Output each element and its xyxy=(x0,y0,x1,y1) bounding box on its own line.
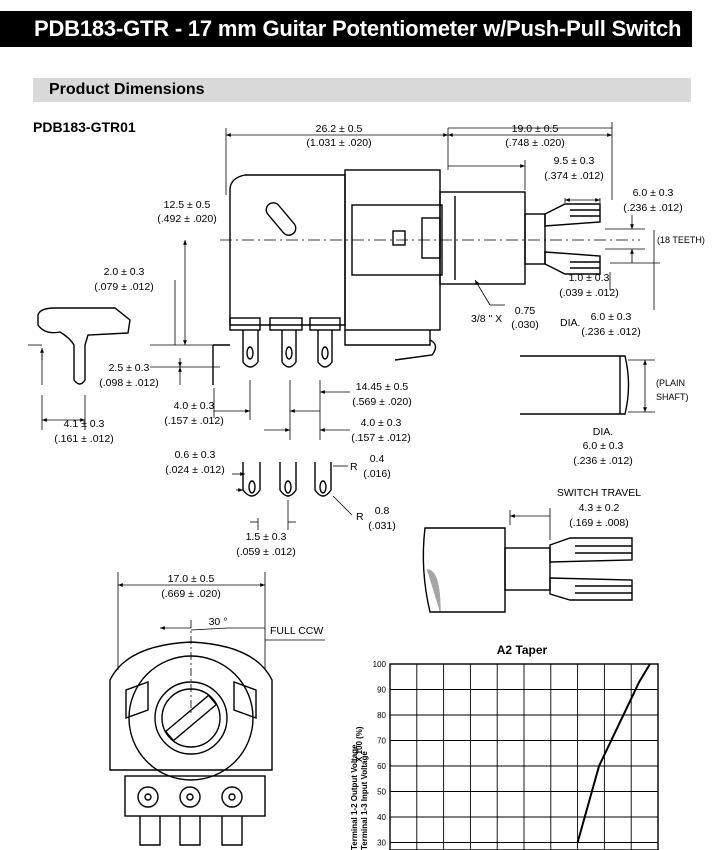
dim-shaft-length-in: (.748 ± .020) xyxy=(505,137,564,149)
dim-pin-thickness: 0.6 ± 0.3 xyxy=(175,449,216,461)
dim-shaft-length: 19.0 ± 0.5 xyxy=(512,123,559,135)
chart-y-tick-label: 100 xyxy=(373,660,387,669)
plain-shaft xyxy=(520,355,655,415)
terminal-pins xyxy=(212,317,341,385)
side-view xyxy=(212,169,640,385)
knurl-bottom xyxy=(544,251,601,275)
dim-thread-in: (.030) xyxy=(511,319,538,331)
chart-ylabel-line1: Terminal 1-2 Output Voltage xyxy=(350,744,359,850)
chart-y-tick-label: 90 xyxy=(377,686,386,695)
tab-profile xyxy=(37,307,131,385)
dim-pin-width: 1.5 ± 0.3 xyxy=(246,531,287,543)
chart-series xyxy=(576,663,651,843)
dim-shaft-dia: 6.0 ± 0.3 xyxy=(591,311,632,323)
chart-series-line xyxy=(576,663,651,843)
housing-window xyxy=(392,230,406,246)
dim-pin-pitch-b: 4.0 ± 0.3 xyxy=(361,417,402,429)
dim-thread: 0.75 xyxy=(515,305,536,317)
knurl-top xyxy=(544,203,601,227)
dim-height: 12.5 ± 0.5 xyxy=(164,199,211,211)
chart-title: A2 Taper xyxy=(497,643,548,657)
taper-chart: 100 90 80 70 60 50 40 30 A2 Taper Terminal 1-2 … xyxy=(350,643,659,850)
radius-a-prefix: R xyxy=(350,461,358,473)
pot-body xyxy=(229,174,346,326)
dim-pin-offset: 14.45 ± 0.5 xyxy=(356,381,409,393)
chart-y-tick-label: 30 xyxy=(377,839,386,848)
dim-radius-b-in: (.031) xyxy=(368,520,395,532)
dim-angle: 30 ° xyxy=(209,616,228,628)
dimension-labels: 26.2 ± 0.5 (1.031 ± .020) 19.0 ± 0.5 (.7… xyxy=(54,123,705,637)
dim-slot-depth: 1.0 ± 0.3 xyxy=(569,272,610,284)
body-slot xyxy=(265,202,297,236)
shaft xyxy=(524,213,546,265)
switch-lug xyxy=(394,339,437,361)
page-title: PDB183-GTR - 17 mm Guitar Potentiometer … xyxy=(34,16,682,41)
full-ccw-label: FULL CCW xyxy=(270,625,323,637)
dim-thread-prefix: 3/8 " X xyxy=(471,313,502,325)
pin-detail xyxy=(232,462,353,530)
title-bar: PDB183-GTR - 17 mm Guitar Potentiometer … xyxy=(0,0,723,50)
dim-radius-b: 0.8 xyxy=(375,505,390,517)
dim-knurl-in: (.236 ± .012) xyxy=(623,202,682,214)
dim-tab-width: 4.1 ± 0.3 xyxy=(64,418,105,430)
chart-y-tick-label: 60 xyxy=(377,762,386,771)
dim-pin-thickness-in: (.024 ± .012) xyxy=(165,464,224,476)
plain-shaft-label-2: SHAFT) xyxy=(656,392,689,402)
switch-travel-view xyxy=(422,508,633,613)
dim-height-in: (.492 ± .020) xyxy=(157,213,216,225)
dim-switch-travel: 4.3 ± 0.2 xyxy=(579,502,620,514)
dimension-lines xyxy=(28,122,660,440)
dim-bushing-in: (.374 ± .012) xyxy=(544,170,603,182)
dim-pin-pitch-b-in: (.157 ± .012) xyxy=(351,432,410,444)
dim-switch-travel-in: (.169 ± .008) xyxy=(569,517,628,529)
dim-tab-width-in: (.161 ± .012) xyxy=(54,433,113,445)
chart-y-tick-label: 50 xyxy=(377,788,386,797)
dim-width: 17.0 ± 0.5 xyxy=(168,573,215,585)
front-view xyxy=(109,572,325,846)
dim-body-length: 26.2 ± 0.5 xyxy=(316,123,363,135)
title-background: PDB183-GTR - 17 mm Guitar Potentiometer … xyxy=(0,11,692,47)
dim-lug-width: 2.0 ± 0.3 xyxy=(104,266,145,278)
dim-body-length-in: (1.031 ± .020) xyxy=(306,137,371,149)
dim-radius-a-in: (.016) xyxy=(363,468,390,480)
bushing xyxy=(439,191,526,285)
dim-tab-height-in: (.098 ± .012) xyxy=(99,377,158,389)
dim-radius-a: 0.4 xyxy=(370,453,385,465)
dim-bushing: 9.5 ± 0.3 xyxy=(554,155,595,167)
plain-dia-in: (.236 ± .012) xyxy=(573,455,632,467)
dim-pin-offset-in: (.569 ± .020) xyxy=(352,396,411,408)
section-header: Product Dimensions xyxy=(33,78,691,102)
chart-y-tick-label: 40 xyxy=(377,813,386,822)
switch-housing xyxy=(344,169,441,331)
plain-dia: 6.0 ± 0.3 xyxy=(583,440,624,452)
housing-clip xyxy=(421,217,441,259)
dim-shaft-dia-in: (.236 ± .012) xyxy=(581,326,640,338)
dim-pin-pitch-a: 4.0 ± 0.3 xyxy=(174,400,215,412)
model-label: PDB183-GTR01 xyxy=(33,119,136,135)
dim-lug-width-in: (.079 ± .012) xyxy=(94,281,153,293)
switch-travel-label: SWITCH TRAVEL xyxy=(557,487,641,499)
dim-knurl: 6.0 ± 0.3 xyxy=(633,187,674,199)
dim-slot-depth-in: (.039 ± .012) xyxy=(559,287,618,299)
chart-grid xyxy=(390,663,658,850)
dim-teeth: (18 TEETH) xyxy=(657,235,705,245)
chart-ylabel-unit: X 100 (%) xyxy=(355,726,364,762)
dim-width-in: (.669 ± .020) xyxy=(161,588,220,600)
radius-b-prefix: R xyxy=(356,511,364,523)
dim-pin-pitch-a-in: (.157 ± .012) xyxy=(164,415,223,427)
chart-y-ticks: 100 90 80 70 60 50 40 30 xyxy=(373,660,387,848)
dim-dia-prefix: DIA. xyxy=(560,317,580,329)
chart-y-tick-label: 80 xyxy=(377,711,386,720)
dim-tab-height: 2.5 ± 0.3 xyxy=(109,362,150,374)
section-title: Product Dimensions xyxy=(49,81,205,98)
chart-ylabel-line2: Terminal 1-3 Input Voltage xyxy=(360,751,369,850)
dim-pin-width-in: (.059 ± .012) xyxy=(236,546,295,558)
chart-y-tick-label: 70 xyxy=(377,737,386,746)
plain-shaft-label: (PLAIN xyxy=(656,378,685,388)
plain-dia-label: DIA. xyxy=(593,426,613,438)
